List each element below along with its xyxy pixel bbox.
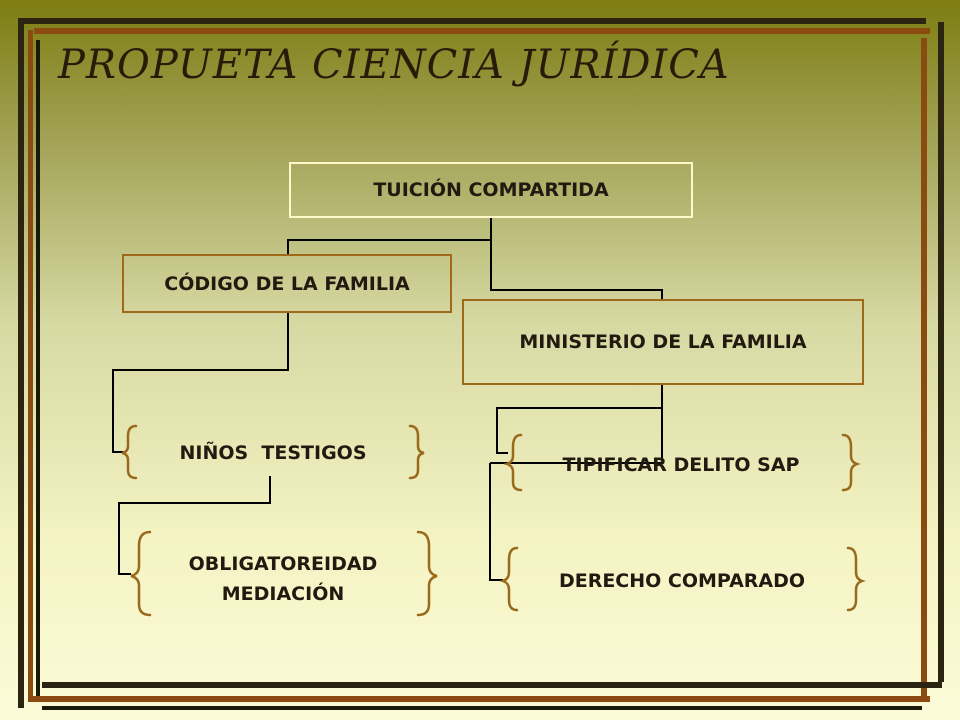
- connector-left-ninos: [112, 313, 289, 453]
- leaf-mediacion: MEDIACIÓN: [221, 583, 345, 605]
- frame-left-brown-bar: [28, 30, 33, 702]
- brace-obligatoreidad-left: [130, 530, 152, 617]
- frame-left-inner-bar: [36, 40, 40, 700]
- leaf-ninos-testigos: NIÑOS TESTIGOS: [179, 442, 367, 464]
- root-node-tuicion: TUICIÓN COMPARTIDA: [289, 162, 693, 218]
- brace-ninos-left: [121, 424, 138, 480]
- brace-ninos-right: [408, 424, 425, 480]
- connector-tipificar-derecho: [489, 463, 503, 581]
- leaf-tipificar-delito: TIPIFICAR DELITO SAP: [562, 454, 800, 476]
- branch-node-ministerio: MINISTERIO DE LA FAMILIA: [462, 299, 864, 385]
- brace-derecho-left: [499, 546, 519, 612]
- frame-right-brown-bar: [921, 38, 927, 698]
- brace-obligatoreidad-right: [416, 530, 438, 617]
- frame-bottom-inner-bar: [42, 706, 922, 710]
- brace-derecho-right: [846, 546, 866, 612]
- frame-right-dark-bar: [938, 22, 944, 682]
- connector-right-tipificar-b: [490, 408, 663, 464]
- frame-top-dark-bar: [18, 18, 926, 24]
- slide-title: PROPUETA CIENCIA JURÍDICA: [58, 42, 730, 88]
- connector-root-right: [490, 218, 663, 300]
- frame-left-dark-bar: [18, 18, 24, 708]
- connector-root-left: [287, 218, 492, 254]
- leaf-derecho-comparado: DERECHO COMPARADO: [558, 570, 806, 592]
- brace-tipificar-right: [841, 433, 861, 492]
- frame-top-brown-bar: [34, 28, 930, 34]
- leaf-obligatoreidad: OBLIGATOREIDAD: [188, 553, 378, 575]
- brace-tipificar-left: [503, 433, 523, 492]
- connector-ninos-obligatoreidad: [118, 476, 271, 575]
- frame-bottom-light-bar: [30, 696, 930, 702]
- frame-bottom-dark-bar: [42, 682, 942, 688]
- connector-right-tipificar: [496, 385, 663, 454]
- branch-node-codigo: CÓDIGO DE LA FAMILIA: [122, 254, 452, 313]
